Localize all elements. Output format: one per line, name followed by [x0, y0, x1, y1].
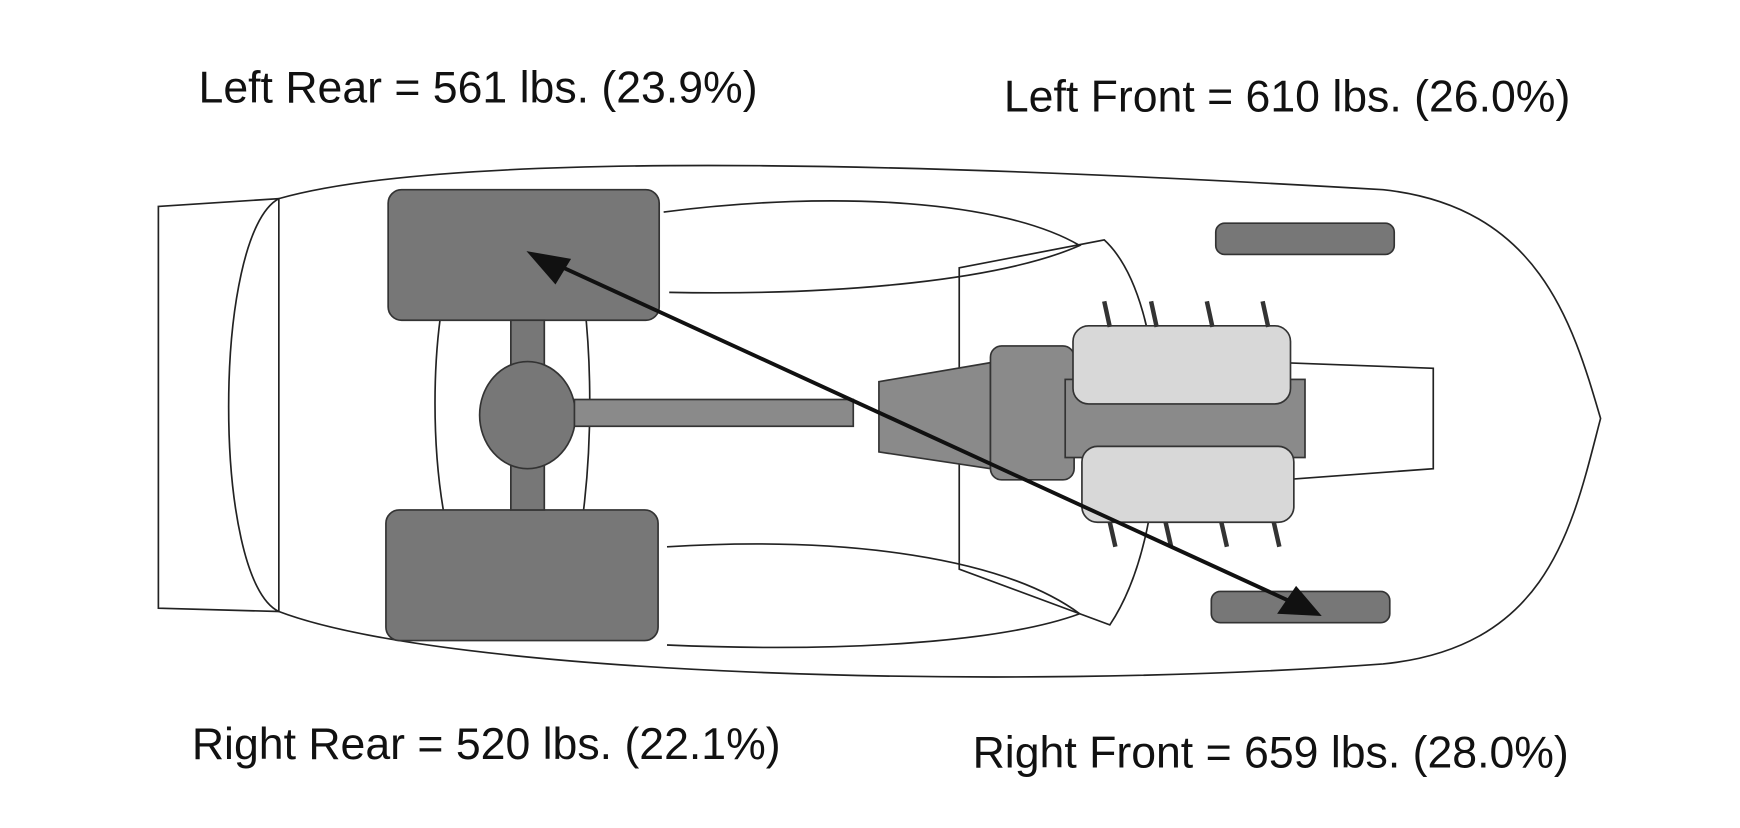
right-cylinder-bank: [1081, 445, 1295, 524]
diagonal-weight-arrow: [526, 251, 1322, 616]
left-front-tire: [1214, 222, 1396, 256]
left-rear-tire: [387, 188, 661, 322]
tires: [385, 188, 1396, 642]
differential: [478, 360, 577, 470]
left-rear-label: Left Rear = 561 lbs. (23.9%): [199, 64, 758, 113]
right-rear-tire: [385, 509, 659, 642]
left-cylinder-bank: [1072, 325, 1292, 405]
engine: [1072, 300, 1295, 548]
left-front-label: Left Front = 610 lbs. (26.0%): [1004, 73, 1570, 122]
right-rear-label: Right Rear = 520 lbs. (22.1%): [192, 720, 781, 769]
right-front-label: Right Front = 659 lbs. (28.0%): [973, 729, 1569, 778]
arrowhead-front: [1277, 585, 1322, 616]
arrowhead-rear: [526, 251, 572, 285]
drivetrain: [478, 319, 1306, 511]
driveshaft: [573, 398, 855, 428]
